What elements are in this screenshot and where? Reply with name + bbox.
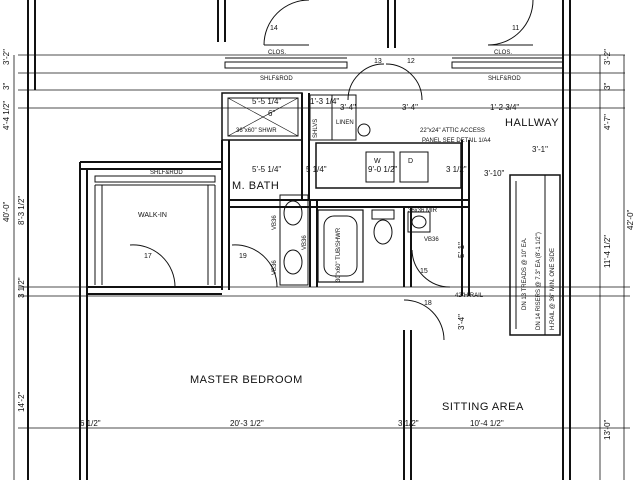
dim-left-2: 3" bbox=[2, 82, 11, 90]
linen-shelves bbox=[309, 94, 371, 141]
room-m-bath: M. BATH bbox=[232, 180, 280, 192]
door-tag-18: 18 bbox=[424, 300, 432, 307]
label-vb36-a: VB36 bbox=[272, 215, 278, 230]
dim-right-5: 11'-4 1/2" bbox=[603, 234, 612, 268]
label-rail: 42"H RAIL bbox=[455, 293, 484, 299]
dim-top-3: 3'-4" bbox=[402, 103, 418, 112]
dim-bottom-2: 20'-3 1/2" bbox=[230, 419, 264, 428]
dim-left-1: 3'-2" bbox=[2, 49, 11, 65]
room-hallway: HALLWAY bbox=[505, 117, 560, 129]
dim-left-6: 3 1/2" bbox=[17, 277, 26, 298]
label-vb36-b: VB36 bbox=[272, 260, 278, 275]
dim-bottom-4: 10'-4 1/2" bbox=[470, 419, 504, 428]
dim-right-4: 42'-0" bbox=[626, 209, 635, 230]
door-swings bbox=[129, 0, 534, 341]
label-stair-note-3: H.RAIL @ 36" MIN. ONE SIDE bbox=[550, 247, 556, 330]
upper-closet-walls bbox=[27, 0, 571, 480]
door-tag-13: 13 bbox=[374, 58, 382, 65]
dimension-lines bbox=[13, 54, 630, 480]
dim-top-11: 5'-1" bbox=[457, 242, 466, 258]
door-tag-11: 11 bbox=[512, 25, 520, 32]
dim-left-7: 14'-2" bbox=[17, 391, 26, 412]
dim-left-5: 8'-3 1/2" bbox=[17, 195, 26, 225]
dim-bottom-3: 3 1/2" bbox=[398, 419, 419, 428]
room-walk-in: WALK-IN bbox=[138, 212, 167, 219]
dim-bottom-1: 6 1/2" bbox=[80, 419, 101, 428]
dim-left-4: 40'-0" bbox=[2, 201, 11, 222]
tub-shower bbox=[317, 209, 364, 283]
label-shlvs: SHLVS bbox=[313, 118, 319, 138]
label-tub-shwr: 30"x60" TUB/SHWR bbox=[336, 227, 342, 282]
sitting-divider bbox=[403, 330, 412, 480]
label-vb36-c: VB36 bbox=[424, 237, 439, 243]
dim-top-1: 1'-3 1/4" bbox=[310, 97, 340, 106]
walk-in-walls bbox=[79, 161, 222, 480]
label-vb36-d: VB36 bbox=[302, 235, 308, 250]
toilet bbox=[371, 209, 395, 245]
dim-bath-2: 5'-5 1/4" bbox=[252, 165, 282, 174]
dim-top-9: 3'-10" bbox=[484, 169, 505, 178]
dim-top-5: 5'-5 1/4" bbox=[252, 97, 282, 106]
door-tag-12: 12 bbox=[407, 58, 415, 65]
bath-walls bbox=[221, 92, 470, 296]
closet-shelves bbox=[224, 57, 564, 69]
room-sitting-area: SITTING AREA bbox=[442, 401, 524, 413]
washer-dryer bbox=[315, 142, 462, 189]
dim-bath-1: 6" bbox=[268, 109, 276, 118]
label-shlf-rod-walkin: SHLF&ROD bbox=[150, 170, 183, 176]
label-clos-right: CLOS. bbox=[494, 50, 513, 56]
door-tag-19: 19 bbox=[239, 253, 247, 260]
bath-sink bbox=[407, 211, 431, 233]
label-shlf-rod-left: SHLF&ROD bbox=[260, 76, 293, 82]
dim-top-10: 3'-1" bbox=[532, 145, 548, 154]
stairway bbox=[509, 174, 561, 336]
room-master-bedroom: MASTER BEDROOM bbox=[190, 374, 303, 386]
label-mirror: 36x36 MIR bbox=[408, 208, 438, 214]
door-tag-15: 15 bbox=[420, 268, 428, 275]
dim-top-7: 9'-0 1/2" bbox=[368, 165, 398, 174]
door-tag-14: 14 bbox=[270, 25, 278, 32]
double-vanity bbox=[279, 194, 309, 286]
dim-top-2: 3'-4" bbox=[340, 103, 356, 112]
label-clos-left: CLOS. bbox=[268, 50, 287, 56]
dim-right-2: 3" bbox=[603, 82, 612, 90]
label-washer: W bbox=[374, 158, 381, 165]
dim-top-8: 3 1/2" bbox=[446, 165, 467, 174]
label-shower: 36"x60" SHWR bbox=[236, 128, 277, 134]
dim-top-12: 3'-4" bbox=[457, 314, 466, 330]
door-tag-17: 17 bbox=[144, 253, 152, 260]
dim-right-3: 4'-7" bbox=[603, 114, 612, 130]
dim-top-6: 5 1/4" bbox=[306, 165, 327, 174]
label-dryer: D bbox=[408, 158, 414, 165]
dim-right-1: 3'-2" bbox=[603, 49, 612, 65]
label-stair-note-2: DN 14 RISERS @ 7.3" EA (8'-1 1/2") bbox=[536, 232, 542, 330]
dim-right-6: 13'-0" bbox=[603, 419, 612, 440]
room-linen: LINEN bbox=[336, 120, 354, 126]
dim-top-4: 1'-2 3/4" bbox=[490, 103, 520, 112]
label-attic-access: 22"x24" ATTIC ACCESS bbox=[420, 128, 485, 134]
dim-left-3: 4'-4 1/2" bbox=[2, 100, 11, 130]
label-stair-note-1: DN 13 TREADS @ 10" EA. bbox=[522, 237, 528, 310]
label-shlf-rod-right: SHLF&ROD bbox=[488, 76, 521, 82]
label-panel-detail: PANEL SEE DETAIL 1/A4 bbox=[422, 138, 491, 144]
